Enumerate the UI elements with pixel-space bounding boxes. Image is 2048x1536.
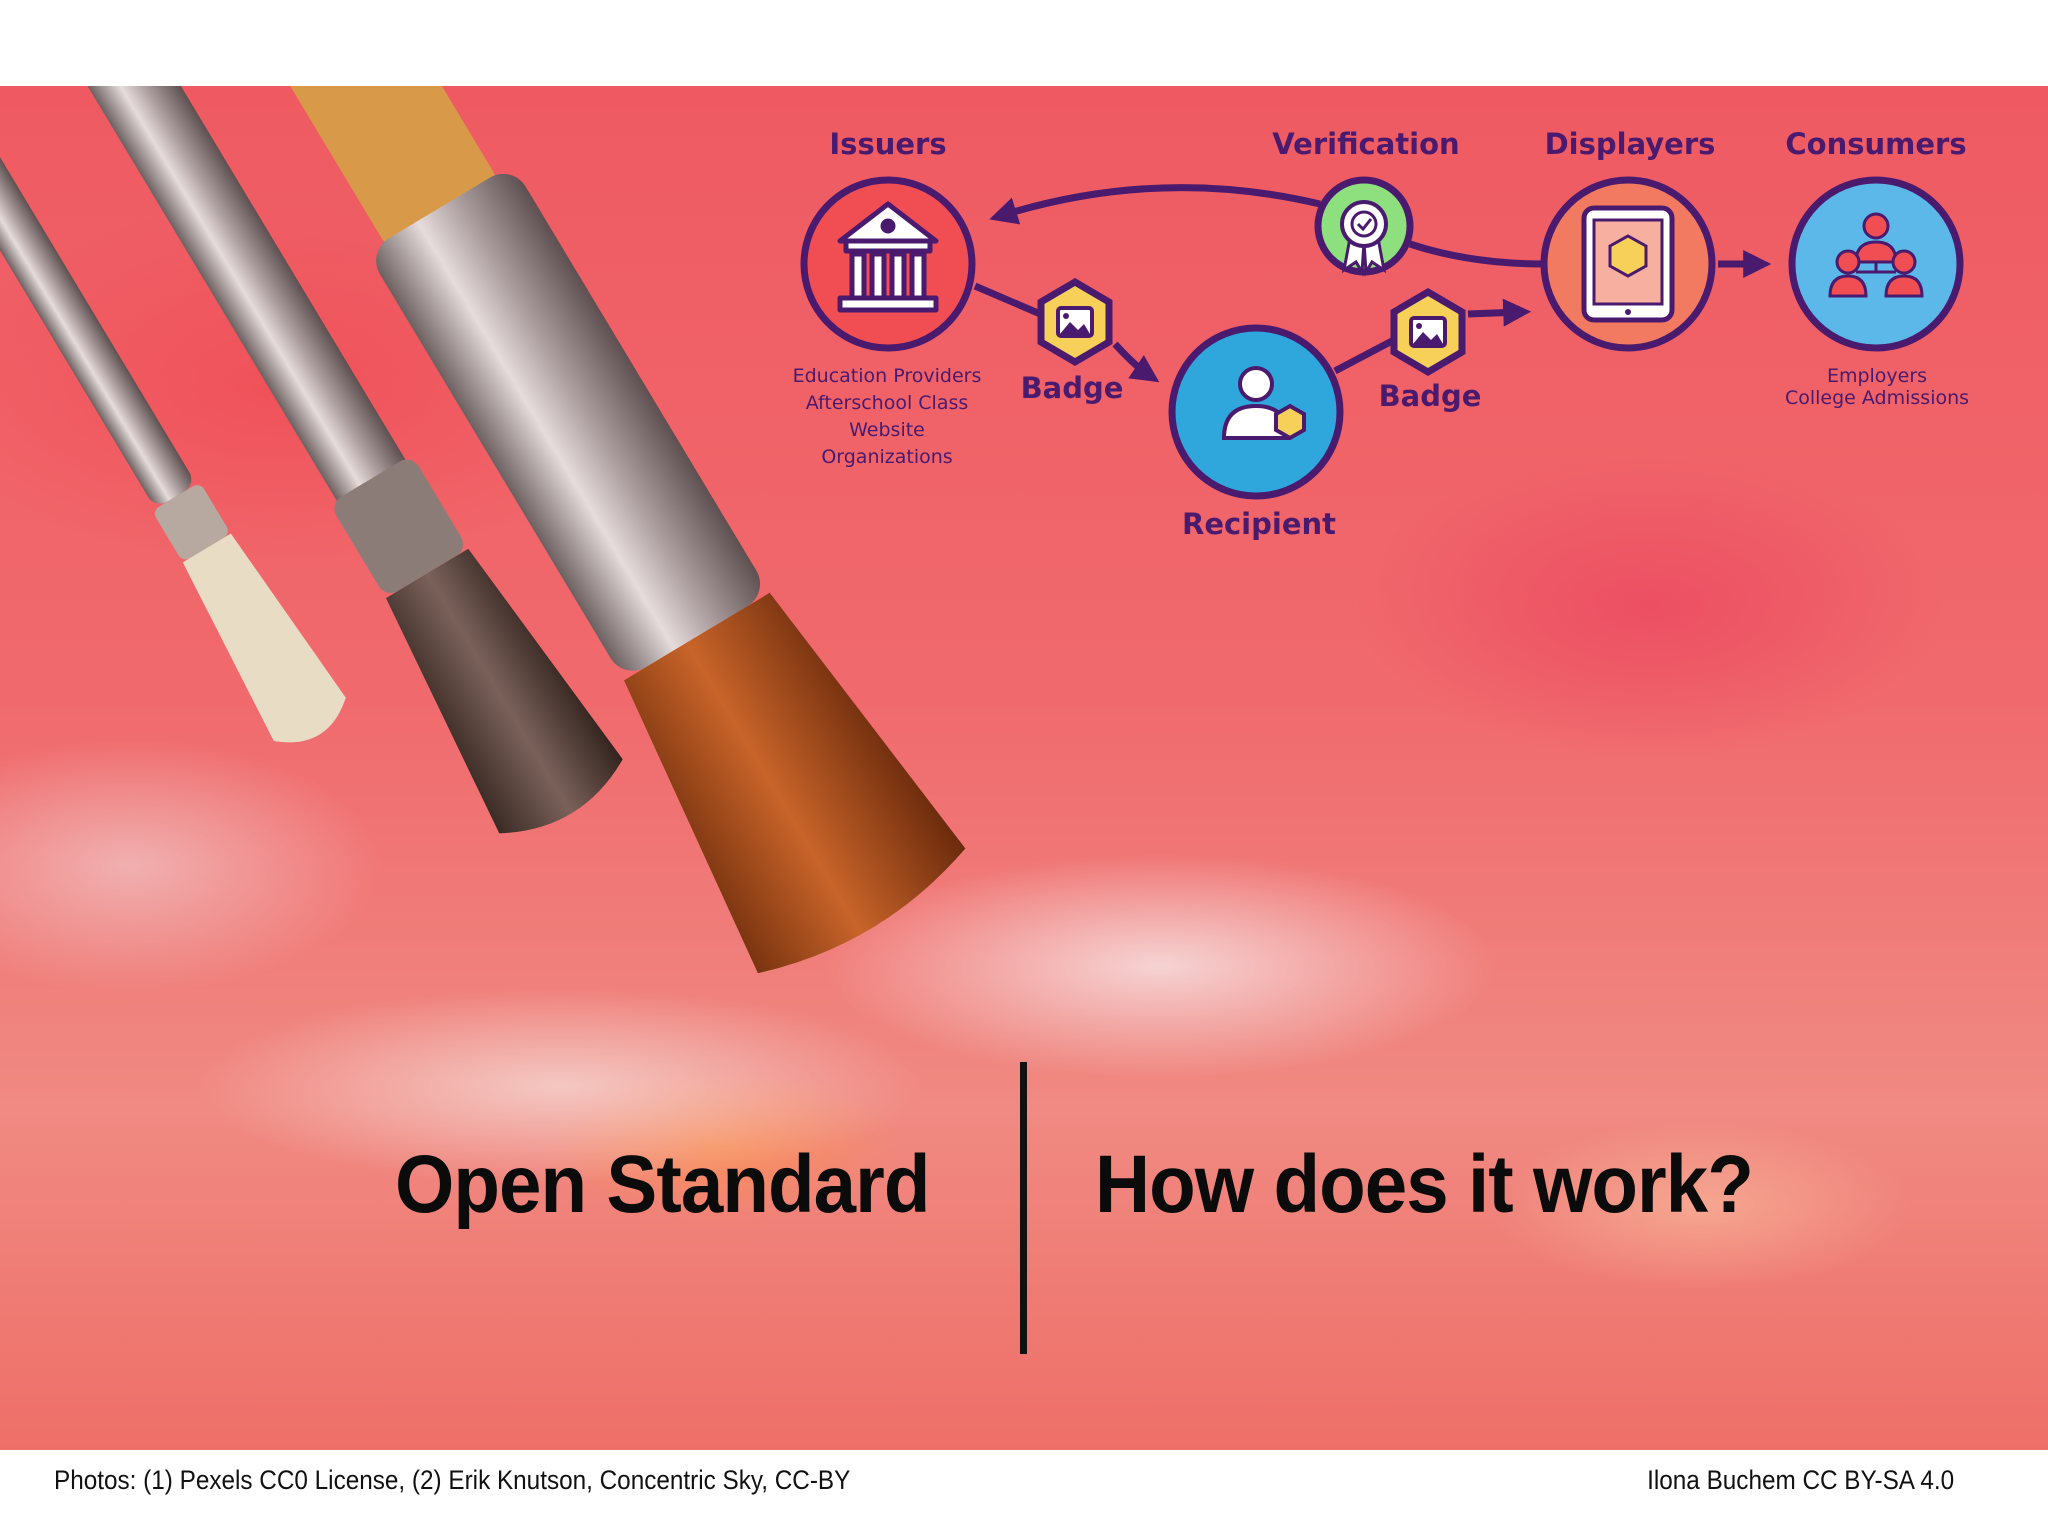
paintbrushes-illustration: [0, 86, 966, 974]
arrow-badge-to-displayers: [1467, 298, 1532, 327]
issuer-detail-3: Website: [849, 419, 925, 441]
issuer-detail-1: Education Providers: [793, 365, 982, 387]
badge-hexagon-icon: [1409, 316, 1447, 348]
badge-2-node: [1390, 287, 1466, 377]
consumers-node: [1788, 176, 1964, 352]
consumers-label: Consumers: [1785, 127, 1966, 161]
displayers-node: [1540, 176, 1716, 352]
tablet-badge-icon: [1581, 205, 1675, 323]
title-open-standard: Open Standard: [395, 1139, 930, 1230]
arrow-badge-to-recipient: [1112, 341, 1160, 383]
photo-credits: Photos: (1) Pexels CC0 License, (2) Erik…: [54, 1465, 851, 1495]
consumer-detail-2: College Admissions: [1785, 387, 1969, 409]
large-brush: [248, 86, 966, 974]
issuer-detail-4: Organizations: [821, 446, 952, 468]
connector-verification-displayers: [1408, 240, 1546, 268]
consumer-detail-1: Employers: [1827, 365, 1927, 387]
badge-1-node: [1037, 277, 1113, 367]
connector-recipient-badge: [1333, 337, 1394, 375]
issuer-detail-2: Afterschool Class: [806, 392, 969, 414]
verification-label: Verification: [1272, 127, 1459, 161]
title-how-does-it-work: How does it work?: [1095, 1139, 1754, 1230]
team-icon: [1828, 212, 1924, 298]
medium-brush: [44, 86, 623, 834]
displayers-label: Displayers: [1545, 127, 1716, 161]
issuers-label: Issuers: [829, 127, 946, 161]
recipient-label: Recipient: [1182, 507, 1336, 541]
badge-ecosystem-diagram: Issuers Verification Displayers Consumer…: [0, 86, 2048, 1450]
diagram-svg: Issuers Verification Displayers Consumer…: [793, 127, 1969, 541]
author-license: Ilona Buchem CC BY-SA 4.0: [1646, 1465, 1954, 1495]
badge-hexagon-icon: [1056, 306, 1094, 338]
user-badge-icon: [1221, 366, 1306, 441]
thin-brush: [0, 86, 346, 743]
badge-2-label: Badge: [1379, 379, 1482, 413]
verification-node: [1314, 176, 1414, 277]
award-ribbon-icon: [1340, 200, 1388, 277]
issuers-node: [800, 176, 976, 352]
badge-1-label: Badge: [1021, 371, 1124, 405]
title-divider: [1020, 1062, 1027, 1354]
verification-arrow-to-issuers: [989, 184, 1321, 225]
recipient-node: [1168, 324, 1344, 500]
museum-icon: [837, 201, 939, 313]
connector-issuers-badge: [973, 282, 1047, 320]
